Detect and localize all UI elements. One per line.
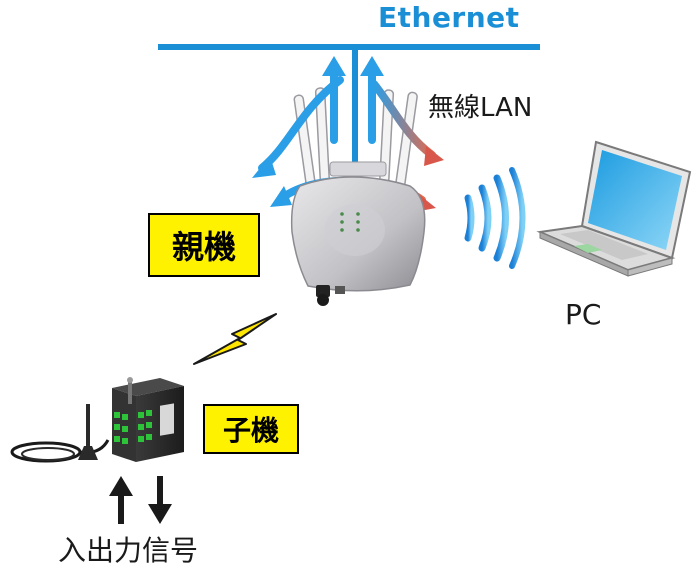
antenna-cable	[10, 404, 110, 463]
wireless-waves-icon	[464, 167, 526, 269]
signal-arrows	[252, 56, 444, 212]
parent-unit-label: 親機	[148, 213, 260, 277]
wireless-lan-label: 無線LAN	[428, 93, 533, 123]
down-arrow-icon	[148, 476, 172, 524]
lightning-icon	[193, 313, 277, 365]
up-arrow-icon	[109, 476, 133, 524]
ethernet-bus	[158, 44, 540, 164]
ethernet-label: Ethernet	[378, 1, 520, 34]
access-point	[290, 161, 426, 306]
pc-label: PC	[565, 298, 602, 331]
child-unit-label: 子機	[203, 404, 299, 454]
laptop-pc	[536, 140, 692, 277]
io-signal-label: 入出力信号	[58, 534, 199, 567]
io-module	[112, 377, 184, 462]
